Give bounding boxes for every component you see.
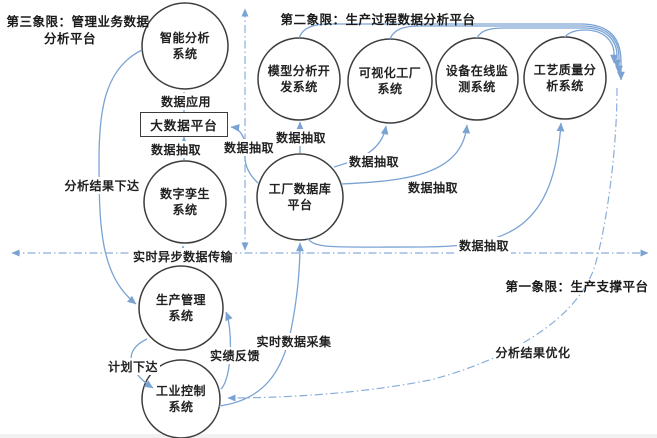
- node-label-equipment-monitor: 设备在线监 测系统: [445, 64, 509, 94]
- node-label-industrial-control: 工业控制 系统: [155, 384, 206, 414]
- node-circle-digital-twin: [143, 160, 227, 244]
- edge-label-extract-box: 数据抽取: [148, 141, 204, 158]
- edge-label-plan-issue: 计划下达: [105, 358, 161, 375]
- node-circle-production-mgmt: [138, 265, 224, 351]
- node-label-production-mgmt: 生产管理 系统: [155, 293, 206, 323]
- big-data-platform-label: 大数据平台: [150, 119, 218, 133]
- page-bottom-edge: [0, 434, 657, 438]
- edge-label-result-optimize: 分析结果优化: [493, 344, 573, 361]
- edge-factorydb-to-visual: [333, 125, 389, 168]
- node-big-data-platform: 大数据平台: [140, 112, 228, 137]
- edge-industrial-to-factorydb: [218, 242, 304, 407]
- edge-label-performance-feedback: 实绩反馈: [207, 347, 263, 364]
- edge-label-data-apply: 数据应用: [158, 93, 214, 110]
- edge-intelligent-to-productionmgmt: [98, 49, 143, 305]
- node-circle-intelligent-analysis: [141, 2, 229, 90]
- edge-label-realtime-collect: 实时数据采集: [254, 333, 334, 350]
- edge-label-result-delivery: 分析结果下达: [62, 177, 142, 194]
- quadrant-2-title: 第二象限：生产过程数据分析平台: [280, 13, 476, 27]
- node-circle-factory-db: [256, 153, 344, 241]
- quadrant-3-title-line2: 分析平台: [43, 32, 97, 46]
- node-label-factory-db: 工厂数据库 平台: [268, 182, 332, 212]
- node-label-digital-twin: 数字孪生 系统: [159, 187, 210, 217]
- node-circle-industrial-control: [141, 359, 221, 438]
- edge-equipment-to-rail: [476, 27, 621, 69]
- edge-factorydb-to-equipment: [340, 124, 471, 185]
- quadrant-1-title: 第一象限：生产支撑平台: [505, 280, 649, 294]
- edge-label-extract-model: 数据抽取: [273, 129, 329, 146]
- edge-result-optimize-curve: [227, 87, 618, 402]
- edge-label-extract-visual: 数据抽取: [346, 153, 402, 170]
- edge-model-to-rail: [298, 23, 625, 81]
- edge-label-extract-equipment: 数据抽取: [405, 179, 461, 196]
- edge-label-extract-db-box: 数据抽取: [221, 139, 277, 156]
- node-label-intelligent-analysis: 智能分析 系统: [159, 31, 210, 61]
- edge-visual-to-rail: [389, 25, 623, 75]
- node-label-model-dev: 模型分析开 发系统: [267, 64, 331, 94]
- edge-factorydb-to-quality: [306, 122, 565, 248]
- quadrant-3-title-line1: 第三象限：管理业务数据: [6, 15, 150, 29]
- edge-label-extract-quality: 数据抽取: [456, 237, 512, 254]
- node-label-visual-factory: 可视化工厂 系统: [358, 66, 422, 96]
- node-label-quality-analysis: 工艺质量分 析系统: [533, 63, 597, 93]
- edge-quality-to-rail: [564, 29, 618, 64]
- edge-label-realtime-async: 实时异步数据传输: [130, 248, 236, 265]
